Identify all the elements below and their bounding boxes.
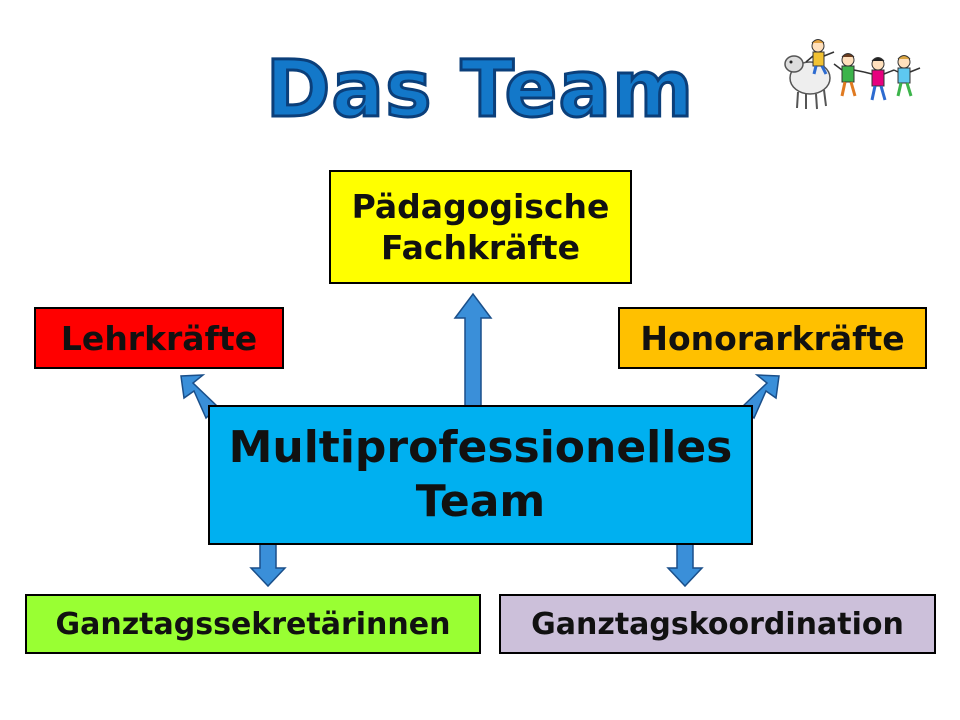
node-center-line1: Multiprofessionelles <box>228 422 733 473</box>
node-lehrkraefte: Lehrkräfte <box>34 307 284 369</box>
node-ganztagssekretaerinnen: Ganztagssekretärinnen <box>25 594 481 654</box>
node-sekretaerinnen-label: Ganztagssekretärinnen <box>55 606 451 642</box>
arrow-to-koordination <box>666 543 704 588</box>
node-honorarkraefte: Honorarkräfte <box>618 307 927 369</box>
node-lehrkraefte-label: Lehrkräfte <box>60 318 258 358</box>
node-multiprofessionelles-team: Multiprofessionelles Team <box>208 405 753 545</box>
arrow-to-sekretaerinnen <box>249 543 287 588</box>
page-title: Das Team <box>264 44 695 137</box>
node-center-line2: Team <box>415 476 546 527</box>
node-ganztagskoordination: Ganztagskoordination <box>499 594 936 654</box>
arrow-to-paedagogische <box>453 292 493 407</box>
node-koordination-label: Ganztagskoordination <box>531 606 904 642</box>
kids-illustration-icon <box>784 39 921 110</box>
node-paedagogische-fachkraefte: Pädagogische Fachkräfte <box>329 170 632 284</box>
node-paedagogische-line1: Pädagogische <box>351 187 610 226</box>
node-paedagogische-line2: Fachkräfte <box>381 228 580 267</box>
node-honorarkraefte-label: Honorarkräfte <box>640 318 905 358</box>
